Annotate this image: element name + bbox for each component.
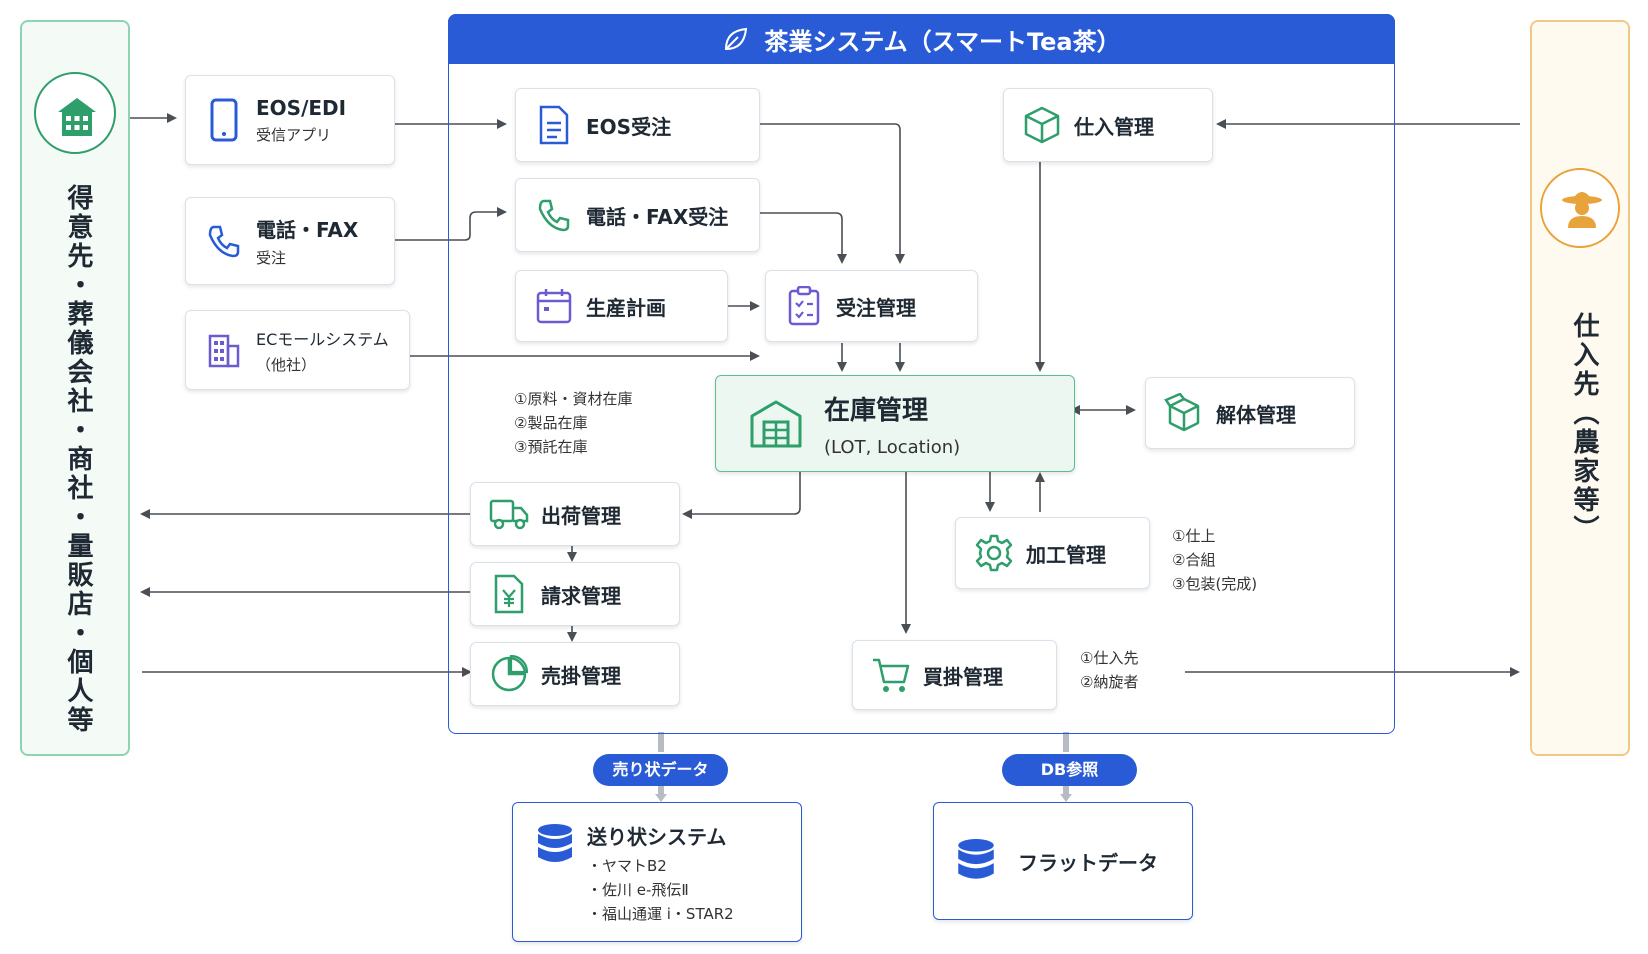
phone-icon (204, 221, 244, 261)
gear-icon (974, 533, 1014, 573)
eos-order-label: EOS受注 (586, 114, 672, 139)
order-mgmt-label: 受注管理 (836, 295, 916, 320)
ec-mall-title: ECモールシステム (256, 329, 389, 349)
inventory-note: ③預託在庫 (514, 438, 588, 456)
inventory-note: ①原料・資材在庫 (514, 390, 633, 408)
processing-note: ①仕上 (1172, 527, 1216, 545)
customer-label: 得意先・葬儀会社・商社・量販店・個人等 (63, 184, 93, 735)
truck-icon (489, 494, 529, 534)
office-building-icon (204, 330, 244, 370)
phone-fax-card[interactable]: 電話・FAX 受注 (185, 197, 395, 285)
flat-data-label: フラットデータ (1018, 850, 1158, 875)
payables-note: ①仕入先 (1080, 649, 1139, 667)
smartphone-icon (204, 98, 244, 142)
production-plan-card[interactable]: 生産計画 (515, 270, 728, 342)
yen-invoice-icon (489, 574, 529, 614)
customer-panel: 得意先・葬儀会社・商社・量販店・個人等 (20, 20, 130, 756)
carrier-item: ・ヤマトB2 (587, 857, 667, 875)
payables-label: 買掛管理 (923, 664, 1003, 689)
package-box-icon (1022, 105, 1062, 145)
payables-notes: ①仕入先 ②納旋者 (1080, 646, 1138, 694)
warehouse-icon (748, 396, 804, 452)
phone-fax-order-card[interactable]: 電話・FAX受注 (515, 178, 760, 252)
shipping-label: 出荷管理 (541, 503, 621, 528)
inventory-title: 在庫管理 (824, 395, 929, 426)
system-header: 茶業システム（スマートTea茶） (448, 14, 1395, 64)
calendar-icon (534, 286, 574, 326)
processing-note: ③包装(完成) (1172, 575, 1258, 593)
processing-label: 加工管理 (1026, 542, 1106, 567)
inventory-note: ②製品在庫 (514, 414, 588, 432)
phone-fax-sub: 受注 (256, 249, 287, 267)
shopping-cart-icon (871, 655, 911, 695)
leaf-icon (725, 27, 748, 51)
billing-label: 請求管理 (541, 583, 621, 608)
eos-order-card[interactable]: EOS受注 (515, 88, 760, 162)
eos-edi-app-card[interactable]: EOS/EDI 受信アプリ (185, 75, 395, 165)
customer-building-icon (34, 72, 116, 154)
system-frame: 茶業システム（スマートTea茶） (448, 14, 1395, 734)
db-reference-pill: DB参照 (1002, 754, 1137, 786)
phone-fax-order-label: 電話・FAX受注 (586, 204, 729, 229)
disassembly-card[interactable]: 解体管理 (1145, 377, 1355, 449)
processing-card[interactable]: 加工管理 (955, 517, 1150, 589)
eos-edi-sub: 受信アプリ (256, 125, 332, 144)
carrier-item: ・福山通運 i・STAR2 (587, 905, 734, 923)
phone-order-icon (534, 195, 574, 235)
processing-note: ②合組 (1172, 551, 1216, 569)
processing-notes: ①仕上 ②合組 ③包装(完成) (1172, 524, 1257, 596)
document-icon (534, 105, 574, 145)
farmer-icon (1540, 168, 1620, 248)
eos-edi-title: EOS/EDI (256, 95, 347, 120)
database-icon (535, 824, 575, 865)
invoice-system-title: 送り状システム (587, 825, 727, 849)
payables-card[interactable]: 買掛管理 (852, 640, 1057, 710)
receivables-card[interactable]: 売掛管理 (470, 642, 680, 706)
clipboard-check-icon (784, 286, 824, 326)
payables-note: ②納旋者 (1080, 673, 1139, 691)
purchase-mgmt-card[interactable]: 仕入管理 (1003, 88, 1213, 162)
pie-chart-icon (489, 654, 529, 694)
supplier-label: 仕入先（農家等） (1569, 312, 1599, 544)
ec-mall-sub: （他社） (256, 355, 317, 374)
system-title: 茶業システム（スマートTea茶） (764, 27, 1121, 56)
shipping-card[interactable]: 出荷管理 (470, 482, 680, 546)
database-icon (956, 839, 996, 881)
flat-data-card[interactable]: フラットデータ (933, 802, 1193, 920)
receivables-label: 売掛管理 (541, 663, 621, 688)
open-box-icon (1164, 393, 1204, 433)
inventory-sub: (LOT, Location) (824, 436, 961, 458)
inventory-card[interactable]: 在庫管理 (LOT, Location) (715, 375, 1075, 472)
invoice-system-card[interactable]: 送り状システム ・ヤマトB2 ・佐川 e-飛伝Ⅱ ・福山通運 i・STAR2 (512, 802, 802, 942)
carrier-item: ・佐川 e-飛伝Ⅱ (587, 881, 689, 899)
supplier-panel: 仕入先（農家等） (1530, 20, 1630, 756)
order-mgmt-card[interactable]: 受注管理 (765, 270, 978, 342)
disassembly-label: 解体管理 (1216, 402, 1296, 427)
ec-mall-card[interactable]: ECモールシステム （他社） (185, 310, 410, 390)
billing-card[interactable]: 請求管理 (470, 562, 680, 626)
production-plan-label: 生産計画 (586, 295, 666, 320)
invoice-data-pill: 売り状データ (593, 754, 728, 786)
phone-fax-title: 電話・FAX (256, 218, 359, 242)
inventory-notes: ①原料・資材在庫 ②製品在庫 ③預託在庫 (514, 387, 632, 459)
purchase-mgmt-label: 仕入管理 (1074, 114, 1154, 139)
